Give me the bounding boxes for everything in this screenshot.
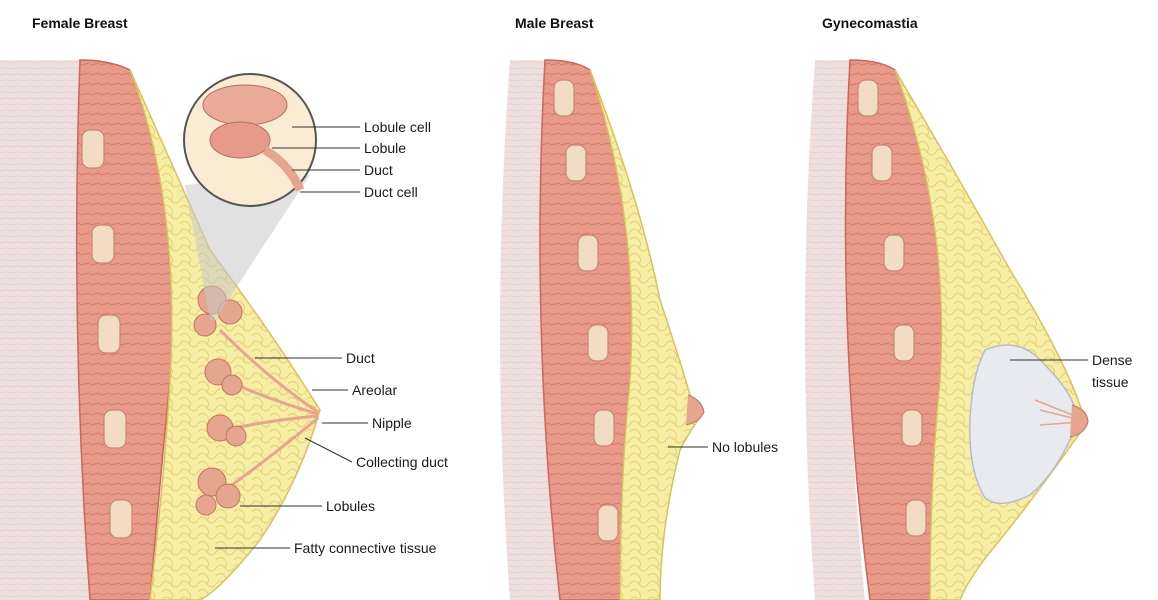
- female-annotations: Duct Areolar Nipple Collecting duct Lobu…: [215, 350, 448, 556]
- gyne-ribs: [857, 79, 927, 537]
- label-fatty-connective-tissue: Fatty connective tissue: [294, 540, 437, 556]
- female-breast-panel: Female Breast: [0, 15, 448, 600]
- female-lobule-inset: [183, 73, 317, 207]
- label-duct: Duct: [346, 350, 375, 366]
- male-breast-panel: Male Breast No lobules: [500, 15, 778, 600]
- male-nipple: [685, 394, 705, 426]
- gyne-annotations: Dense tissue: [1010, 352, 1133, 390]
- label-collecting-duct: Collecting duct: [356, 454, 448, 470]
- female-zoom-cone: [185, 175, 310, 320]
- label-dense: Dense: [1092, 352, 1133, 368]
- label-areolar: Areolar: [352, 382, 397, 398]
- label-nipple: Nipple: [372, 415, 412, 431]
- label-duct-cell: Duct cell: [364, 184, 418, 200]
- male-panel-title: Male Breast: [515, 15, 594, 31]
- gyne-dense-tissue: [969, 344, 1079, 504]
- label-duct-inset: Duct: [364, 162, 393, 178]
- male-ribs: [553, 79, 619, 542]
- female-panel-title: Female Breast: [32, 15, 128, 31]
- gyne-panel-title: Gynecomastia: [822, 15, 918, 31]
- male-annotations: No lobules: [668, 439, 778, 455]
- male-fat-tissue: [589, 69, 703, 600]
- label-no-lobules: No lobules: [712, 439, 778, 455]
- label-lobule: Lobule: [364, 140, 406, 156]
- label-lobules: Lobules: [326, 498, 375, 514]
- female-inset-annotations: Lobule cell Lobule Duct Duct cell: [272, 119, 431, 200]
- female-ribs: [81, 129, 133, 539]
- label-lobule-cell: Lobule cell: [364, 119, 431, 135]
- female-skin-background: [0, 60, 100, 600]
- gyne-nipple: [1069, 404, 1089, 438]
- gynecomastia-panel: Gynecomastia Dense tissue: [805, 15, 1133, 600]
- label-tissue: tissue: [1092, 374, 1129, 390]
